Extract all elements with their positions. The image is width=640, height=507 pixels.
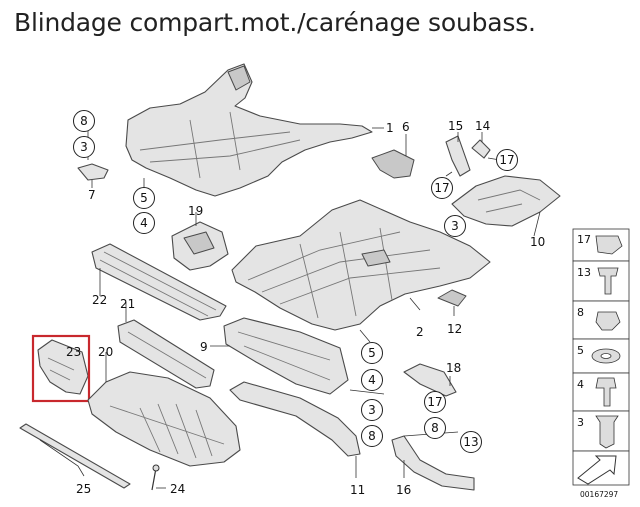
callout-5-upper[interactable]: 5 [140, 191, 148, 205]
clip-nut-icon [595, 235, 623, 255]
callout-17-low[interactable]: 17 [427, 395, 442, 409]
legend-label-4: 4 [577, 378, 584, 391]
part-25-shape[interactable] [19, 423, 131, 489]
callout-13[interactable]: 13 [463, 435, 478, 449]
part-24-shape[interactable] [151, 464, 160, 491]
part-23-shape[interactable] [37, 339, 89, 395]
part-21-shape[interactable] [117, 319, 215, 389]
callout-8-upper[interactable]: 8 [80, 114, 88, 128]
callout-23[interactable]: 23 [66, 345, 81, 359]
callout-22[interactable]: 22 [92, 293, 107, 307]
callout-1[interactable]: 1 [386, 121, 394, 135]
callout-6[interactable]: 6 [402, 120, 410, 134]
callout-24[interactable]: 24 [170, 482, 185, 496]
callout-3-upper[interactable]: 3 [80, 140, 88, 154]
expanding-nut-icon [595, 415, 619, 449]
page-title: Blindage compart.mot./carénage soubass. [14, 8, 536, 37]
part-18-shape[interactable] [403, 363, 457, 397]
part-19-shape[interactable] [171, 221, 229, 271]
part-10-shape[interactable] [451, 175, 561, 227]
callout-21[interactable]: 21 [120, 297, 135, 311]
part-14-shape[interactable] [471, 139, 491, 159]
part-11-shape[interactable] [229, 381, 361, 457]
part-2-shape[interactable] [231, 199, 491, 331]
callout-18[interactable]: 18 [446, 361, 461, 375]
callout-8-right[interactable]: 8 [431, 421, 439, 435]
callout-5-lower[interactable]: 5 [368, 346, 376, 360]
callout-4-lower[interactable]: 4 [368, 373, 376, 387]
callout-9[interactable]: 9 [200, 340, 208, 354]
callout-15[interactable]: 15 [448, 119, 463, 133]
legend-label-3: 3 [577, 416, 584, 429]
collar-nut-icon [595, 311, 621, 331]
callout-3-right[interactable]: 3 [451, 219, 459, 233]
callout-17-mid[interactable]: 17 [434, 181, 449, 195]
part-15-shape[interactable] [445, 135, 471, 177]
arrow-icon [577, 455, 617, 485]
part-6-shape[interactable] [371, 149, 415, 179]
part-23-highlight-box [31, 334, 91, 403]
callout-20[interactable]: 20 [98, 345, 113, 359]
legend-label-13: 13 [577, 266, 591, 279]
callout-25[interactable]: 25 [76, 482, 91, 496]
callout-19[interactable]: 19 [188, 204, 203, 218]
callout-11[interactable]: 11 [350, 483, 365, 497]
callout-8-lower[interactable]: 8 [368, 429, 376, 443]
fastener-legend: 17 13 8 5 4 3 [572, 228, 630, 486]
part-7-shape[interactable] [77, 163, 109, 181]
part-12-shape[interactable] [437, 289, 467, 307]
callout-2[interactable]: 2 [416, 325, 424, 339]
diagram-reference-number: 00167297 [580, 490, 618, 499]
part-1-shape[interactable] [125, 63, 373, 197]
part-16-shape[interactable] [391, 435, 475, 491]
callout-12[interactable]: 12 [447, 322, 462, 336]
part-20-shape[interactable] [87, 371, 241, 467]
callout-10[interactable]: 10 [530, 235, 545, 249]
legend-label-8: 8 [577, 306, 584, 319]
callout-4-upper[interactable]: 4 [140, 216, 148, 230]
callout-16[interactable]: 16 [396, 483, 411, 497]
legend-label-17: 17 [577, 233, 591, 246]
push-rivet-icon [597, 267, 619, 295]
callout-3-lower[interactable]: 3 [368, 403, 376, 417]
hex-bolt-icon [595, 377, 617, 407]
callout-17-top[interactable]: 17 [499, 153, 514, 167]
part-22-shape[interactable] [91, 243, 227, 321]
callout-14[interactable]: 14 [475, 119, 490, 133]
legend-label-5: 5 [577, 344, 584, 357]
part-9-shape[interactable] [223, 317, 349, 395]
callout-7[interactable]: 7 [88, 188, 96, 202]
